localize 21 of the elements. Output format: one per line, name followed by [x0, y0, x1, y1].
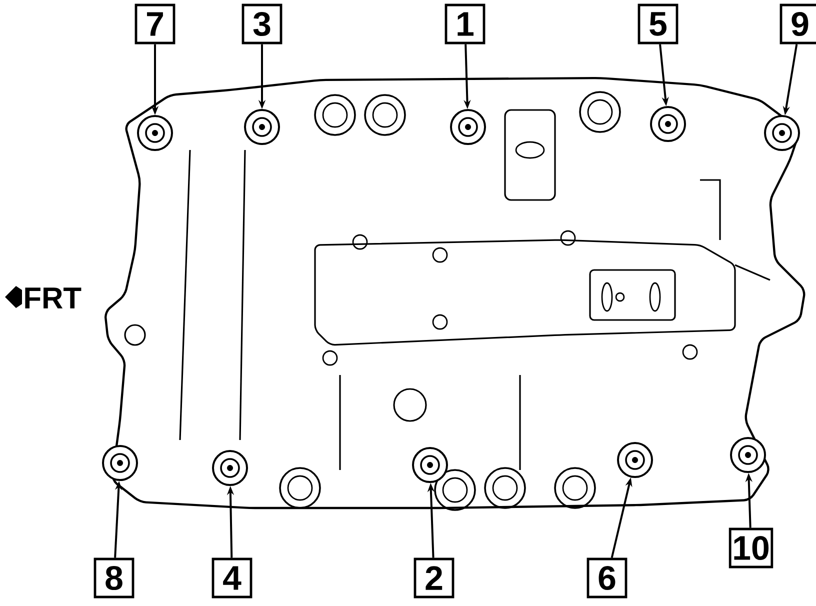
callout-number: 6 — [586, 558, 628, 598]
callout-number: 1 — [444, 4, 486, 44]
bolt — [617, 442, 653, 478]
bolt — [102, 445, 138, 481]
callout-number: 2 — [414, 558, 454, 598]
direction-label: FRT — [25, 288, 82, 308]
callout-number: 8 — [94, 558, 134, 598]
bolt — [650, 106, 686, 142]
bolt — [764, 115, 800, 151]
bolt — [137, 115, 173, 151]
bolt — [212, 450, 248, 486]
callout-number: 9 — [780, 4, 816, 44]
callout-number: 4 — [212, 558, 252, 598]
bolt — [450, 109, 486, 145]
bolt — [730, 437, 766, 473]
callout-number: 3 — [242, 4, 282, 44]
bolt — [244, 109, 280, 145]
bolt — [412, 447, 448, 483]
callout-number: 5 — [638, 4, 678, 44]
callout-number: 10 — [728, 528, 774, 568]
callout-number: 7 — [134, 4, 176, 44]
